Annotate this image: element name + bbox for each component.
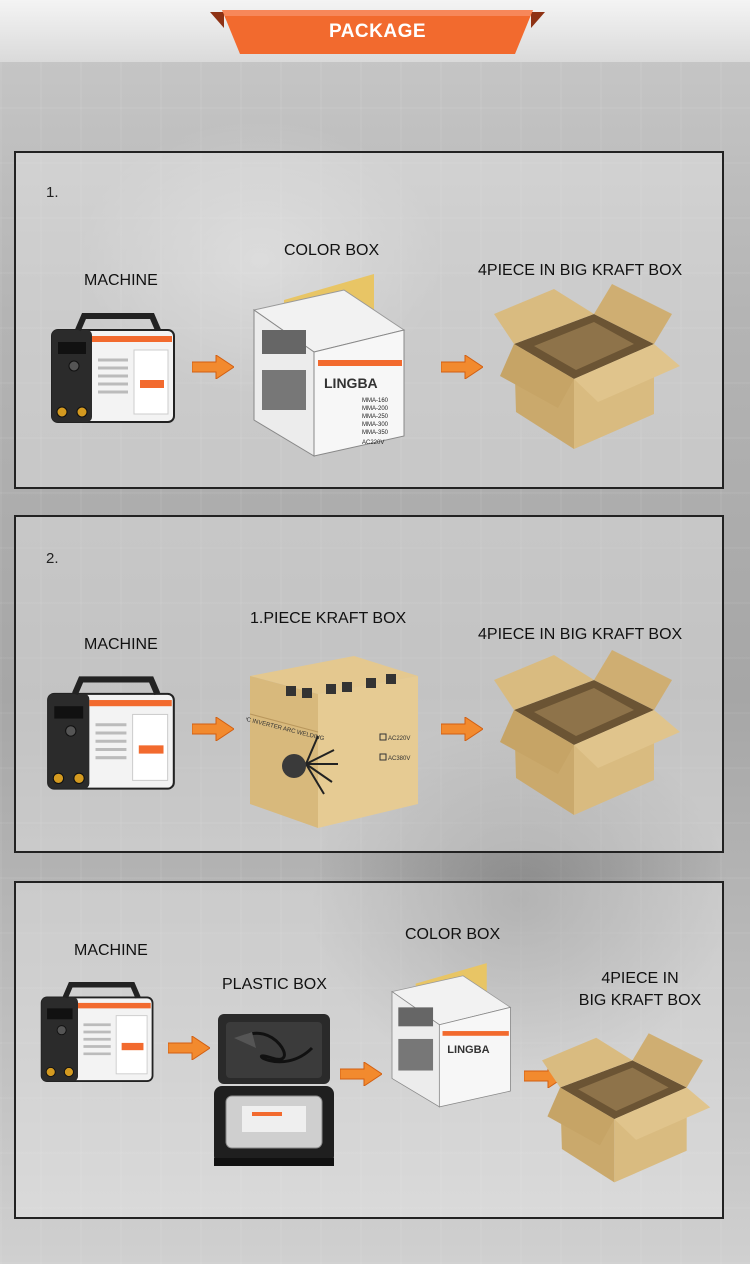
arrow-right-icon: [441, 355, 483, 379]
step-label-color-box: COLOR BOX: [284, 242, 380, 259]
kraft-box-open-icon: [494, 650, 680, 815]
step-label-machine: MACHINE: [84, 636, 158, 653]
welder-machine-icon: [48, 306, 180, 430]
welder-machine-icon: [38, 974, 158, 1090]
welder-machine-icon: [44, 670, 180, 796]
package-banner: PACKAGE: [210, 8, 545, 56]
arrow-right-icon: [441, 717, 483, 741]
step-label-color-box: COLOR BOX: [405, 926, 501, 943]
option-number-2: 2.: [46, 550, 59, 567]
step-label-big-kraft-box: 4PIECE IN BIG KRAFT BOX: [478, 626, 683, 643]
arrow-right-icon: [340, 1062, 382, 1086]
svg-text:MMA-200: MMA-200: [362, 406, 389, 412]
banner-ribbon: [210, 10, 545, 54]
arrow-right-icon: [192, 717, 234, 741]
svg-text:AC220V: AC220V: [362, 440, 384, 446]
plastic-case-icon: [214, 1014, 334, 1166]
step-label-big-kraft-box: 4PIECE IN BIG KRAFT BOX: [478, 262, 683, 279]
step-label-machine: MACHINE: [74, 942, 148, 959]
step-label-kraft-box: 1.PIECE KRAFT BOX: [250, 610, 407, 627]
kraft-box-open-icon: [494, 284, 680, 449]
svg-text:MMA-350: MMA-350: [362, 430, 389, 436]
kraft-box-open-icon: [542, 1033, 711, 1183]
step-label-plastic-box: PLASTIC BOX: [222, 976, 327, 993]
page-title: PACKAGE: [328, 21, 427, 42]
color-box-brand: LINGBA: [324, 375, 378, 391]
step-label-big-kraft-box-line2: BIG KRAFT BOX: [578, 992, 702, 1009]
svg-text:MMA-250: MMA-250: [362, 414, 389, 420]
step-label-big-kraft-box-line1: 4PIECE IN: [601, 970, 679, 987]
svg-text:LINGBA: LINGBA: [447, 1044, 489, 1056]
color-box-icon: LINGBA: [391, 963, 512, 1108]
arrow-right-icon: [192, 355, 234, 379]
arrow-right-icon: [168, 1036, 210, 1060]
svg-text:AC220V: AC220V: [388, 736, 410, 742]
step-label-machine: MACHINE: [84, 272, 158, 289]
svg-text:AC380V: AC380V: [388, 756, 410, 762]
color-box-icon: LINGBA MMA-160 MMA-200 MMA-250 MMA-300 M…: [252, 274, 406, 457]
svg-text:MMA-300: MMA-300: [362, 422, 389, 428]
svg-text:MMA-160: MMA-160: [362, 398, 389, 404]
option-number-1: 1.: [46, 184, 59, 201]
kraft-box-printed-icon: DC INVERTER ARC WELDING AC220V AC380V: [246, 656, 418, 828]
